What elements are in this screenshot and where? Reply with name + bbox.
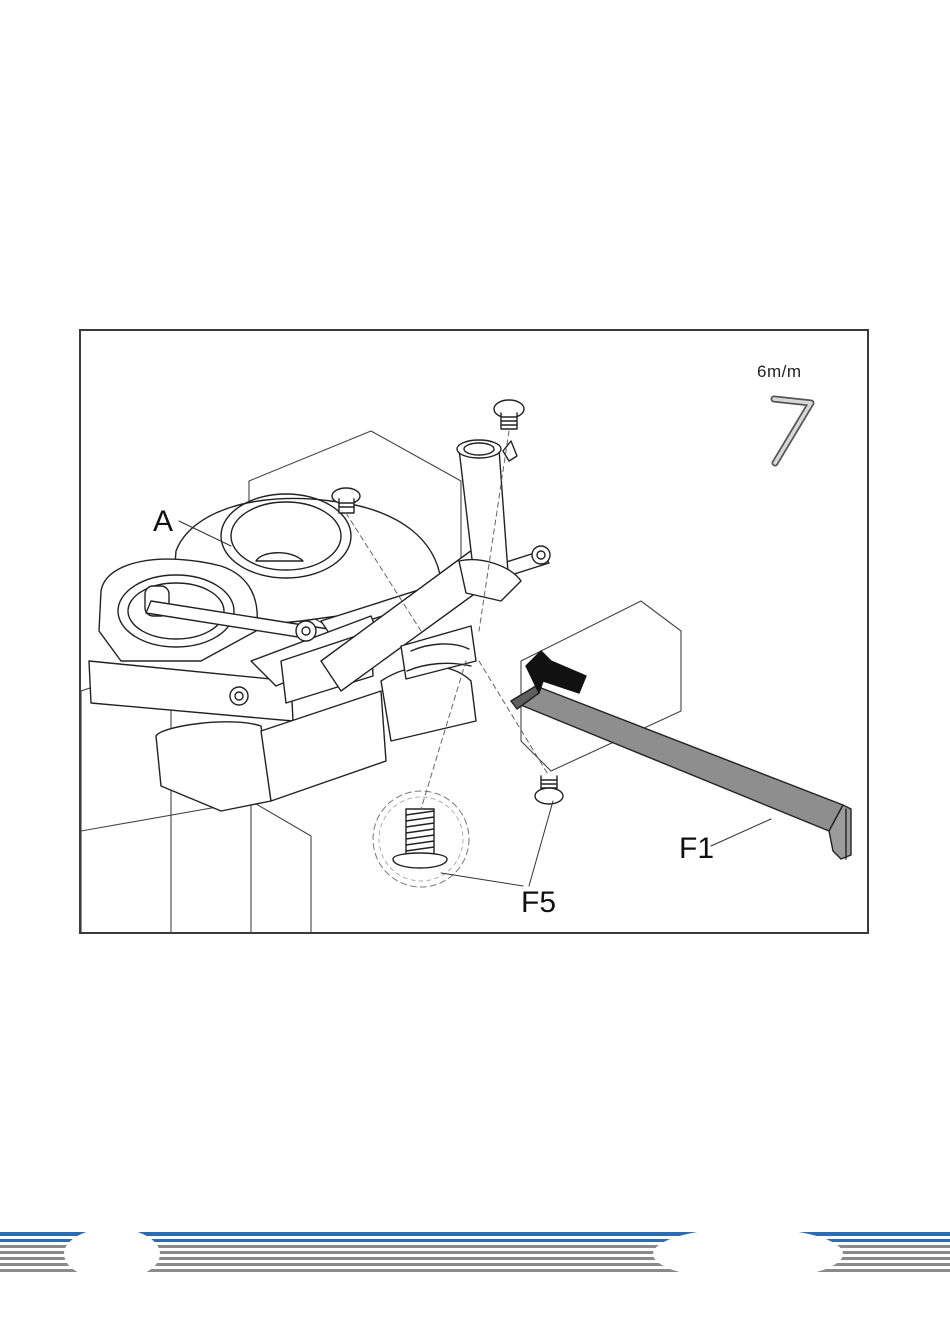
top-bolt bbox=[494, 400, 524, 429]
lower-bolt bbox=[535, 776, 563, 804]
footer-decorative-band bbox=[0, 1228, 950, 1280]
allen-key-icon bbox=[774, 399, 811, 463]
assembly-figure: A F1 F5 6m/m bbox=[79, 329, 869, 934]
tool-size-label: 6m/m bbox=[757, 362, 802, 382]
bolt-detail-magnified bbox=[373, 791, 469, 887]
callout-stabilizer: F1 bbox=[679, 834, 714, 864]
callout-bolt: F5 bbox=[521, 888, 556, 918]
assembly-drawing bbox=[81, 331, 869, 934]
callout-main-frame: A bbox=[153, 507, 173, 537]
